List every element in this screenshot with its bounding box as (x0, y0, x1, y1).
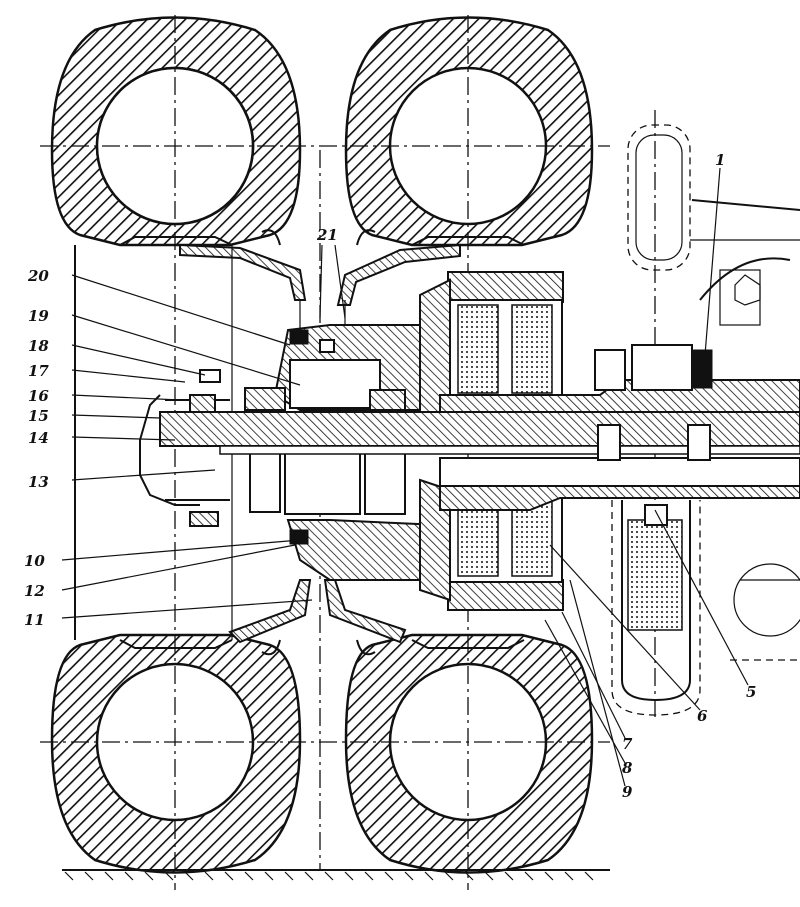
tire-top-right (344, 16, 594, 247)
callout-10: 10 (24, 552, 45, 570)
callout-19: 19 (28, 307, 49, 325)
tire-bottom-right (344, 633, 594, 874)
callout-16: 16 (28, 387, 49, 405)
callout-20: 20 (27, 267, 49, 285)
tire-bottom-left (50, 633, 302, 874)
callout-5: 5 (746, 683, 756, 701)
ground-line (62, 869, 610, 881)
callout-13: 13 (28, 473, 49, 491)
callout-9: 9 (622, 783, 633, 801)
callout-15: 15 (28, 407, 49, 425)
callout-11: 11 (24, 611, 45, 629)
axle-shaft (159, 379, 800, 511)
callout-12: 12 (24, 582, 45, 600)
tire-top-left (50, 16, 302, 247)
callout-14: 14 (28, 429, 49, 447)
callout-8: 8 (622, 759, 633, 777)
callout-7: 7 (622, 735, 633, 753)
callouts: 1 5 6 7 8 9 10 11 12 13 14 15 16 17 18 1… (24, 151, 756, 801)
callout-6: 6 (697, 707, 708, 725)
callout-17: 17 (28, 362, 49, 380)
leader-lines (61, 167, 749, 787)
callout-1: 1 (715, 151, 725, 169)
center-lines (40, 15, 656, 890)
frame-right (594, 124, 800, 716)
callout-21: 21 (316, 226, 338, 244)
callout-18: 18 (28, 337, 49, 355)
